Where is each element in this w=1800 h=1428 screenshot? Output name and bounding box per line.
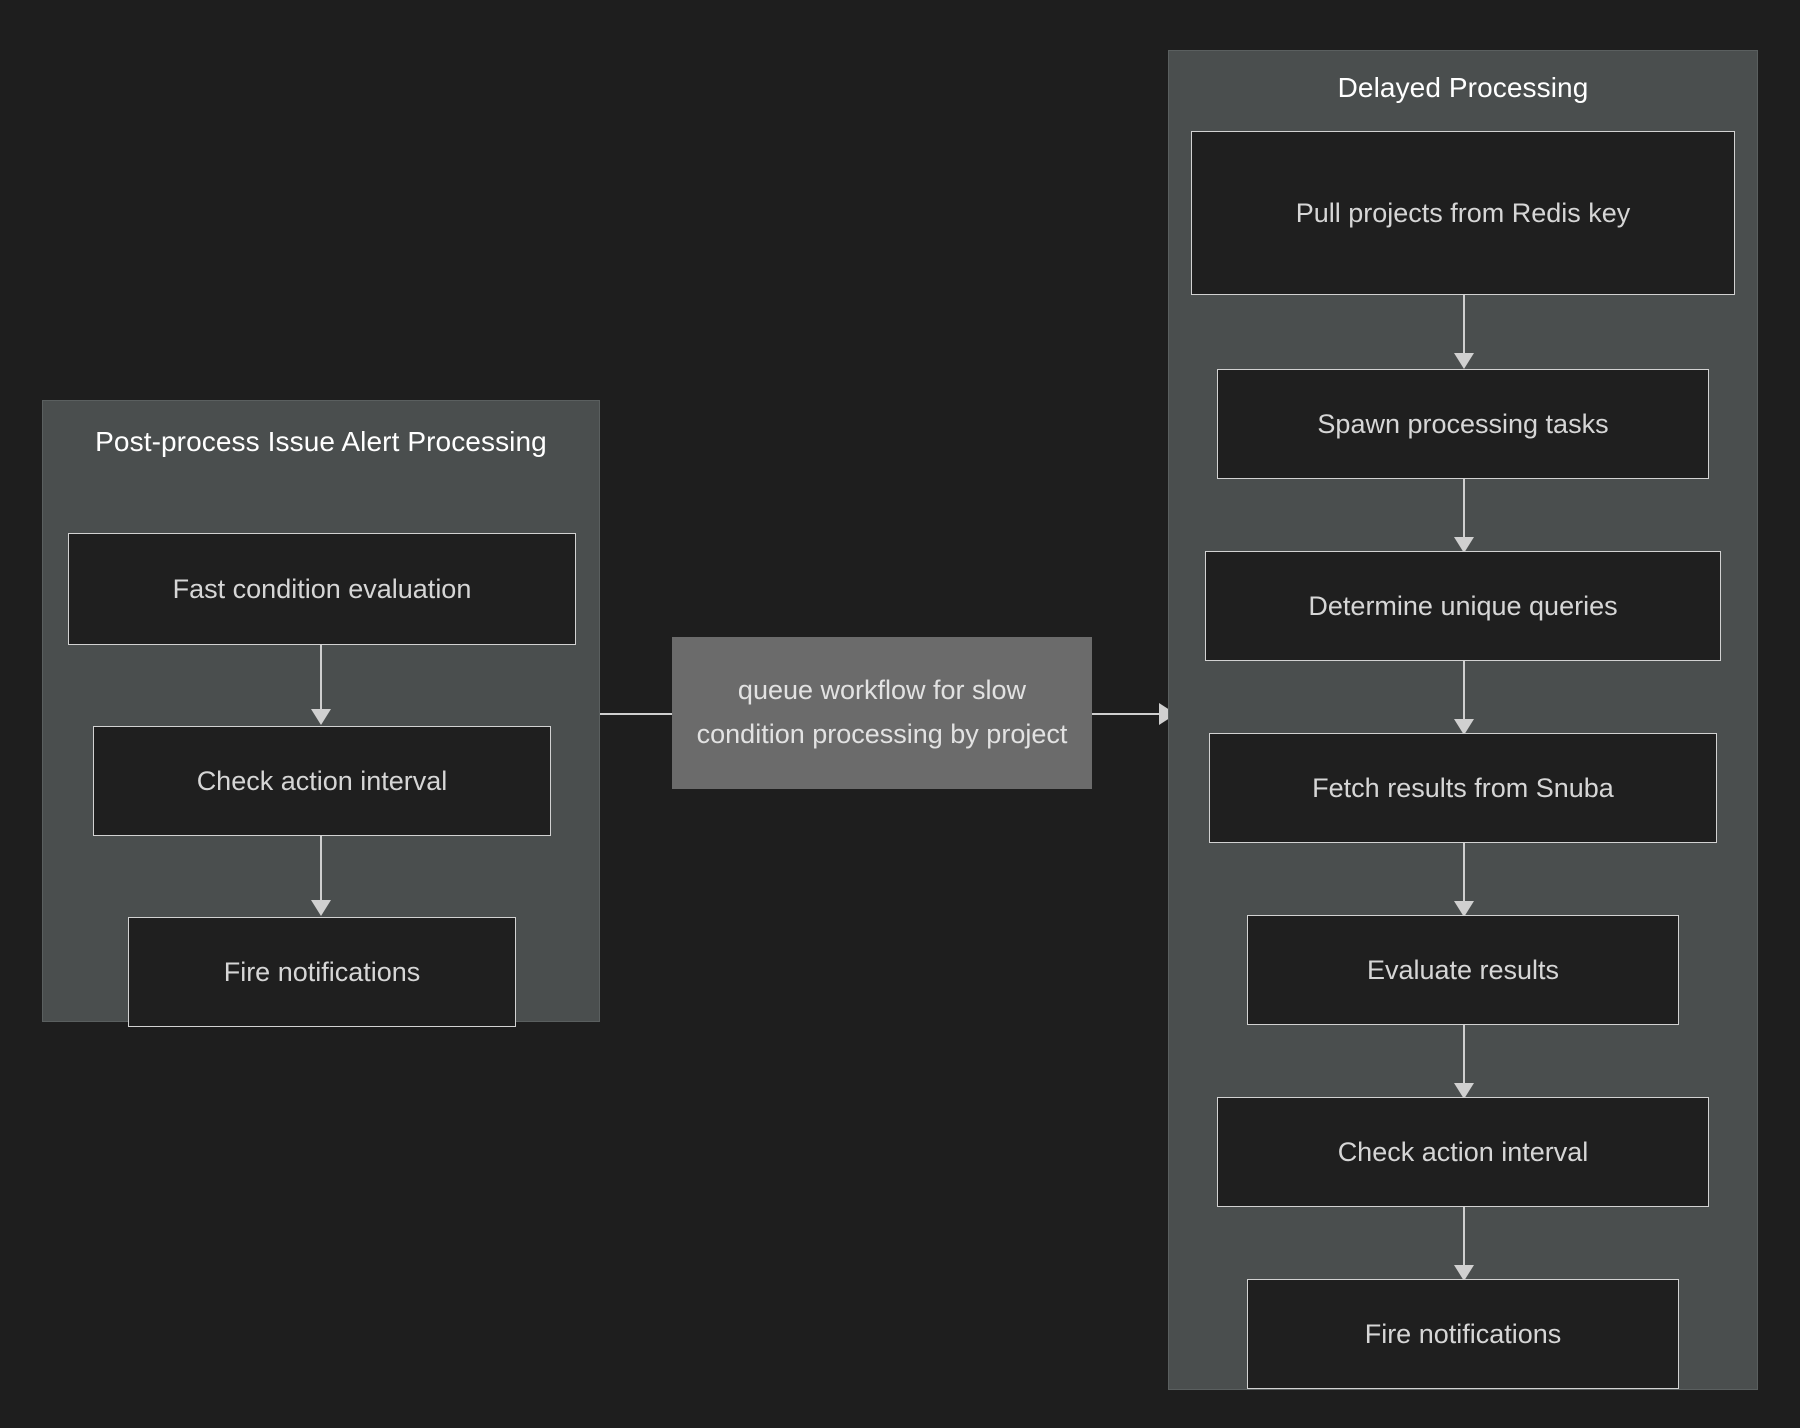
- node-label: Fast condition evaluation: [172, 573, 472, 604]
- edge-post-process-to-delayed-processing-right: [1092, 713, 1164, 715]
- node-label: Spawn processing tasks: [1317, 408, 1609, 439]
- node-fast-condition-evaluation[interactable]: Fast condition evaluation: [68, 533, 576, 645]
- edge-arrowhead-icon: [1454, 719, 1474, 735]
- edge-label-text: queue workflow for slow condition proces…: [696, 675, 1068, 749]
- subgraph-title-post-process: Post-process Issue Alert Processing: [95, 426, 547, 457]
- node-label: Check action interval: [1337, 1136, 1589, 1167]
- node-check-action-interval-fast[interactable]: Check action interval: [93, 726, 551, 836]
- node-label: Fetch results from Snuba: [1312, 772, 1614, 803]
- edge-label-queue-workflow: queue workflow for slow condition proces…: [672, 637, 1092, 789]
- node-spawn-processing-tasks[interactable]: Spawn processing tasks: [1217, 369, 1709, 479]
- node-fire-notifications-fast[interactable]: Fire notifications: [128, 917, 516, 1027]
- subgraph-title-delayed-processing: Delayed Processing: [1337, 72, 1589, 103]
- edge-check-action-to-fire-notifications: [320, 836, 322, 904]
- subgraph-delayed-processing[interactable]: Delayed Processing Pull projects from Re…: [1168, 50, 1758, 1390]
- edge-spawn-tasks-to-determine-queries: [1463, 479, 1465, 541]
- node-pull-projects-from-redis-key[interactable]: Pull projects from Redis key: [1191, 131, 1735, 295]
- edge-check-action-interval-to-fire-notifications: [1463, 1207, 1465, 1269]
- node-evaluate-results[interactable]: Evaluate results: [1247, 915, 1679, 1025]
- edge-evaluate-results-to-check-action-interval: [1463, 1025, 1465, 1087]
- subgraph-post-process-issue-alert-processing[interactable]: Post-process Issue Alert Processing Fast…: [42, 400, 600, 1027]
- node-determine-unique-queries[interactable]: Determine unique queries: [1205, 551, 1721, 661]
- edge-arrowhead-icon: [1454, 1265, 1474, 1281]
- edge-fetch-results-to-evaluate-results: [1463, 843, 1465, 905]
- edge-pull-projects-to-spawn-tasks: [1463, 295, 1465, 357]
- node-label: Determine unique queries: [1308, 590, 1618, 621]
- node-fire-notifications-delayed[interactable]: Fire notifications: [1247, 1279, 1679, 1389]
- edge-arrowhead-icon: [1454, 1083, 1474, 1099]
- node-label: Evaluate results: [1366, 954, 1560, 985]
- edge-determine-queries-to-fetch-results: [1463, 661, 1465, 723]
- node-check-action-interval-delayed[interactable]: Check action interval: [1217, 1097, 1709, 1207]
- node-label: Fire notifications: [223, 956, 421, 987]
- node-label: Fire notifications: [1364, 1318, 1562, 1349]
- edge-arrowhead-icon: [311, 709, 331, 725]
- edge-arrowhead-icon: [311, 900, 331, 916]
- edge-arrowhead-icon: [1454, 353, 1474, 369]
- node-label: Check action interval: [196, 765, 448, 796]
- node-fetch-results-from-snuba[interactable]: Fetch results from Snuba: [1209, 733, 1717, 843]
- edge-fast-condition-to-check-action: [320, 645, 322, 713]
- edge-arrowhead-icon: [1454, 901, 1474, 917]
- node-label: Pull projects from Redis key: [1295, 197, 1631, 228]
- edge-arrowhead-icon: [1454, 537, 1474, 553]
- edge-post-process-to-delayed-processing-left: [600, 713, 672, 715]
